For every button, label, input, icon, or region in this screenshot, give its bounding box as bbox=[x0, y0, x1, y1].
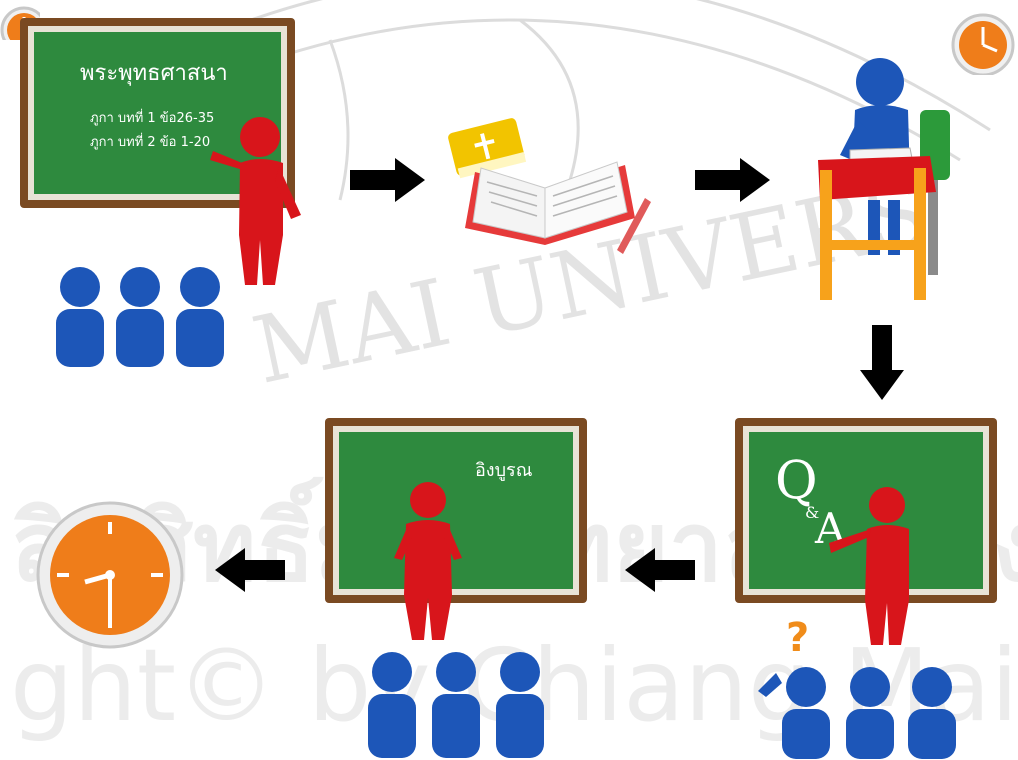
students-group-2 bbox=[368, 652, 544, 758]
teacher-figure-3 bbox=[394, 482, 462, 640]
board-line-2: ภูกา บทที่ 2 ข้อ 1-20 bbox=[90, 133, 210, 150]
arrow-right-icon bbox=[350, 158, 425, 202]
arrow-left-icon bbox=[625, 548, 695, 592]
question-mark: ? bbox=[786, 615, 809, 661]
students-group-question: ? bbox=[758, 615, 956, 759]
chalkboard-summary: อิงบูรณ bbox=[325, 418, 587, 603]
qa-letter-q: Q bbox=[775, 451, 818, 511]
books-icon bbox=[448, 118, 651, 254]
arrow-down-icon bbox=[860, 325, 904, 400]
summary-board-title: อิงบูรณ bbox=[475, 460, 532, 481]
studying-student bbox=[818, 58, 950, 300]
arrow-right-icon-2 bbox=[695, 158, 770, 202]
teacher-figure bbox=[210, 117, 301, 285]
clock-icon-2 bbox=[951, 13, 1015, 75]
students-group bbox=[56, 267, 224, 367]
clock-icon-end bbox=[36, 501, 184, 649]
board-line-1: ภูกา บทที่ 1 ข้อ26-35 bbox=[90, 109, 214, 126]
board-title: พระพุทธศาสนา bbox=[80, 61, 228, 86]
arrow-left-icon-2 bbox=[215, 548, 285, 592]
qa-ampersand: & bbox=[805, 503, 819, 522]
teacher-figure-2 bbox=[829, 487, 909, 645]
